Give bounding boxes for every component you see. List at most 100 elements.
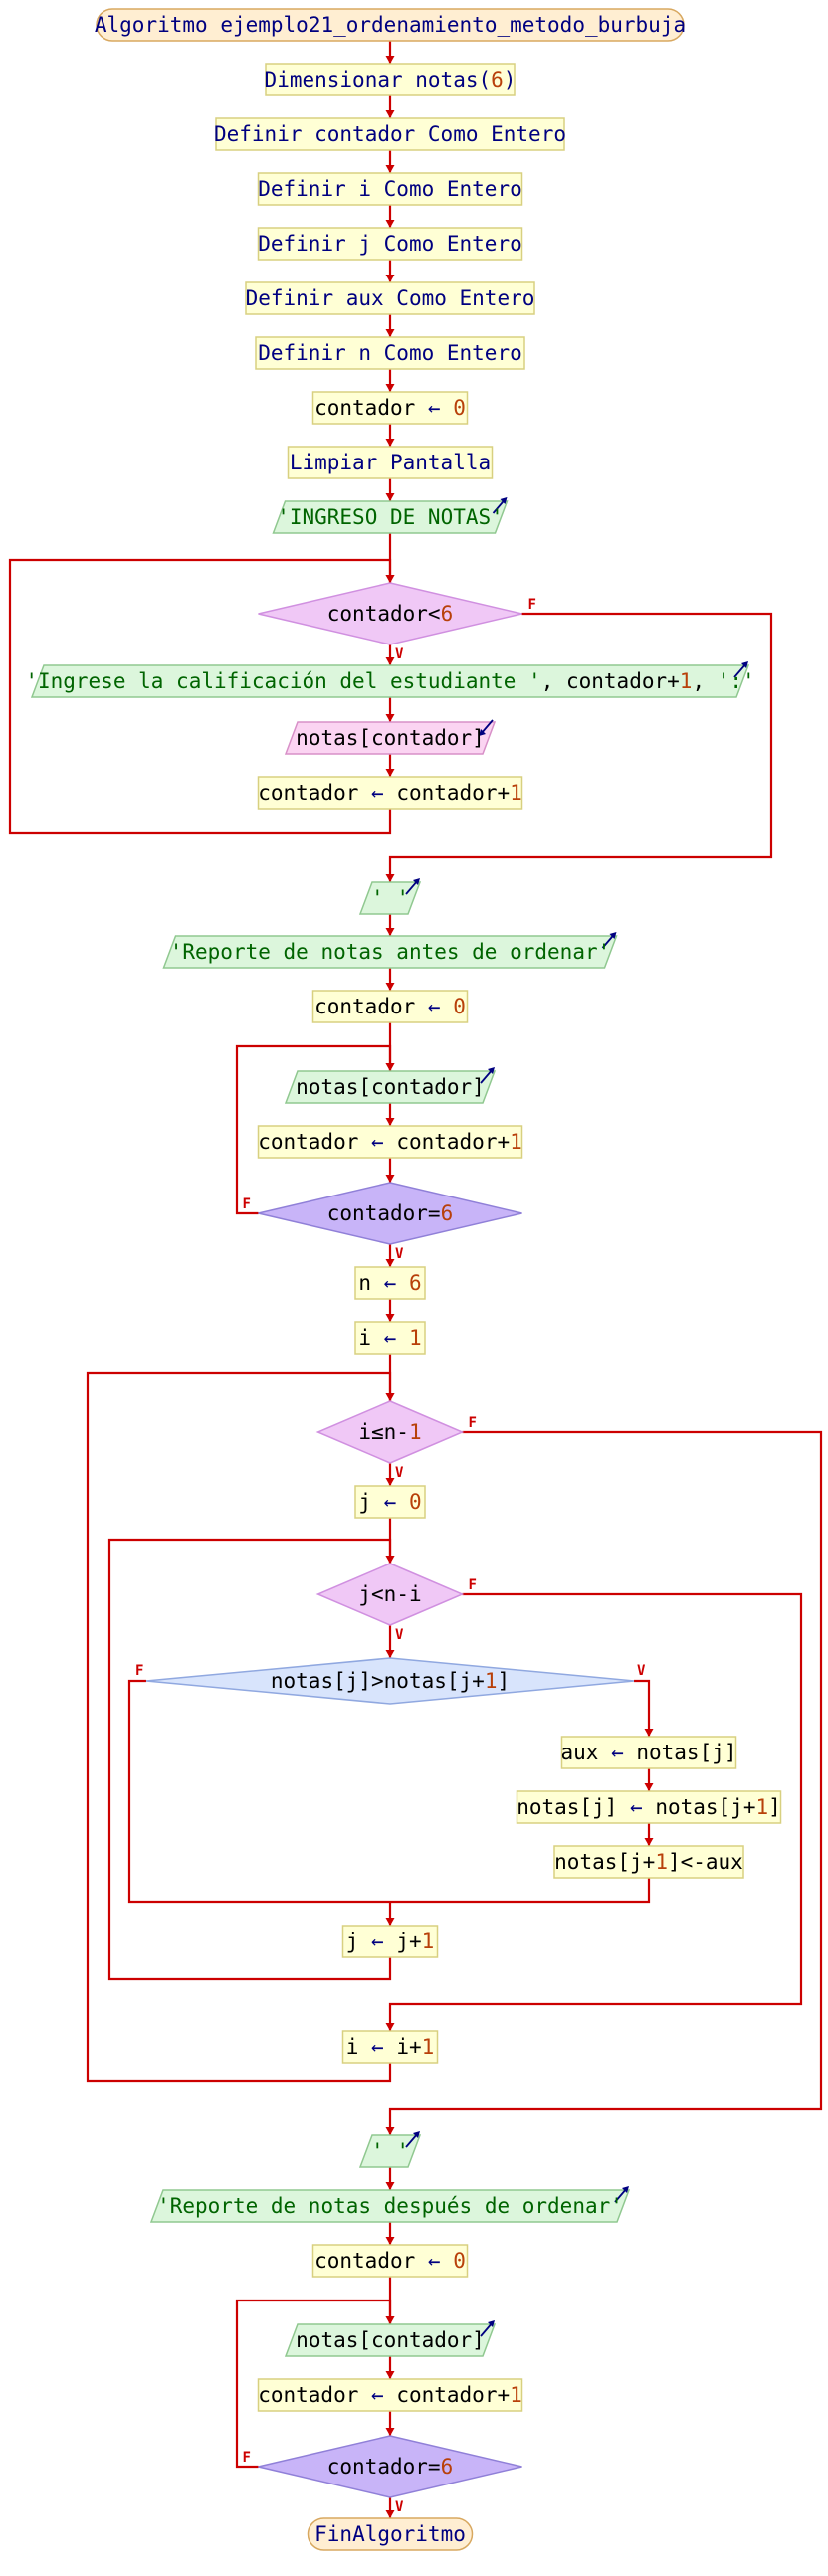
token: Definir aux Como Entero bbox=[246, 286, 535, 310]
token: ← bbox=[428, 396, 441, 420]
node-text: notas[j] ← notas[j+1] bbox=[517, 1795, 781, 1819]
token: ( bbox=[478, 68, 491, 92]
token bbox=[396, 1490, 409, 1514]
node-text: Dimensionar notas(6) bbox=[265, 68, 517, 92]
node-text: Limpiar Pantalla bbox=[290, 451, 491, 474]
token: contador= bbox=[327, 2455, 441, 2479]
token: ← bbox=[384, 1271, 397, 1295]
output-arrow-icon bbox=[405, 2131, 420, 2148]
arrow-head bbox=[385, 1175, 395, 1183]
process-box bbox=[354, 1266, 426, 1300]
token: contador< bbox=[327, 602, 441, 626]
arrow-head bbox=[385, 2237, 395, 2245]
token: ) bbox=[504, 68, 517, 92]
token: contador bbox=[314, 2249, 428, 2273]
token: ] bbox=[497, 1669, 510, 1693]
arrow-head bbox=[385, 1650, 395, 1658]
token: ← bbox=[428, 995, 441, 1018]
token: Dimensionar bbox=[265, 68, 416, 92]
token: 'Ingrese la calificación del estudiante … bbox=[25, 669, 540, 693]
node-def5: Definir n Como Entero bbox=[255, 336, 525, 370]
branch-label-v: V bbox=[637, 1663, 646, 1679]
node-text: i ← 1 bbox=[358, 1326, 421, 1350]
node-text: contador=6 bbox=[327, 1201, 453, 1225]
process-box bbox=[287, 446, 494, 479]
arrow-head bbox=[385, 2316, 395, 2324]
input-arrow-icon bbox=[479, 719, 494, 736]
token: , contador+ bbox=[541, 669, 680, 693]
token: Definir contador Como Entero bbox=[214, 122, 566, 146]
node-text: contador ← 0 bbox=[314, 396, 466, 420]
token: 1 bbox=[655, 1850, 668, 1874]
output-parallelogram bbox=[358, 881, 422, 915]
token: ]<-aux bbox=[668, 1850, 743, 1874]
branch-label-f: F bbox=[243, 2450, 251, 2466]
token: FinAlgoritmo bbox=[314, 2522, 466, 2546]
node-text: contador ← contador+1 bbox=[258, 2383, 522, 2407]
arrow-head bbox=[385, 2371, 395, 2379]
process-box bbox=[257, 1125, 523, 1159]
branch-label-v: V bbox=[395, 646, 404, 662]
branch-label-f: F bbox=[243, 1196, 251, 1212]
node-text: Definir j Como Entero bbox=[258, 232, 522, 256]
token: i≤n- bbox=[358, 1420, 409, 1444]
arrow-head bbox=[385, 874, 395, 882]
node-as6: contador ← contador+1 bbox=[257, 2378, 523, 2412]
flow-line bbox=[235, 1044, 392, 1215]
arrow-head bbox=[644, 1783, 654, 1791]
token: contador bbox=[258, 1130, 371, 1154]
arrow-head bbox=[385, 983, 395, 991]
arrow-head bbox=[385, 165, 395, 173]
token: contador bbox=[258, 2383, 371, 2407]
token: 1 bbox=[510, 1130, 522, 1154]
flow-connectors bbox=[8, 41, 823, 2518]
token: notas[j]>notas[j+ bbox=[271, 1669, 485, 1693]
arrow-head bbox=[385, 110, 395, 118]
node-text: 'Ingrese la calificación del estudiante … bbox=[25, 669, 754, 693]
token: notas[j+ bbox=[554, 1850, 655, 1874]
process-box bbox=[257, 172, 523, 206]
token: ← bbox=[384, 1490, 397, 1514]
terminal-shape bbox=[96, 8, 685, 42]
node-asj: j ← 0 bbox=[354, 1485, 426, 1519]
flow-line bbox=[388, 612, 773, 882]
decision-diamond bbox=[258, 1182, 522, 1245]
output-parallelogram bbox=[284, 1070, 497, 1104]
token bbox=[396, 1326, 409, 1350]
arrow-head bbox=[385, 657, 395, 665]
arrow-head bbox=[385, 928, 395, 936]
token: j+ bbox=[384, 1930, 422, 1953]
token: notas[contador] bbox=[296, 2328, 485, 2352]
arrow-head bbox=[644, 1729, 654, 1737]
arrow-head bbox=[385, 714, 395, 722]
node-sw2: notas[j] ← notas[j+1] bbox=[516, 1790, 782, 1824]
token: , bbox=[692, 669, 717, 693]
token: 1 bbox=[680, 669, 693, 693]
node-r1: notas[contador] bbox=[284, 719, 497, 755]
arrow-head bbox=[385, 384, 395, 392]
branch-label-v: V bbox=[395, 2499, 404, 2515]
token: 1 bbox=[755, 1795, 768, 1819]
token: Definir j Como Entero bbox=[258, 232, 522, 256]
token: 1 bbox=[422, 1930, 435, 1953]
arrow-head bbox=[385, 2428, 395, 2436]
token: Limpiar Pantalla bbox=[290, 451, 491, 474]
token: i+ bbox=[384, 2035, 422, 2059]
process-box bbox=[311, 2244, 469, 2278]
token: contador bbox=[258, 781, 371, 805]
token: notas[j] bbox=[517, 1795, 630, 1819]
node-text: Algoritmo ejemplo21_ordenamiento_metodo_… bbox=[95, 13, 686, 37]
token bbox=[441, 995, 454, 1018]
token: 6 bbox=[441, 1201, 454, 1225]
node-rep2: contador=6 bbox=[258, 2435, 522, 2498]
node-rep1: contador=6 bbox=[258, 1182, 522, 1245]
node-text: j ← 0 bbox=[358, 1490, 421, 1514]
decision-diamond bbox=[258, 582, 522, 645]
token: 'INGRESO DE NOTAS' bbox=[277, 505, 504, 529]
node-text: ' ' bbox=[371, 2139, 409, 2163]
output-parallelogram bbox=[149, 2189, 631, 2223]
token bbox=[441, 2249, 454, 2273]
node-clr: Limpiar Pantalla bbox=[287, 446, 494, 479]
token: 'Reporte de notas antes de ordenar' bbox=[170, 940, 611, 964]
arrow-head bbox=[385, 220, 395, 228]
